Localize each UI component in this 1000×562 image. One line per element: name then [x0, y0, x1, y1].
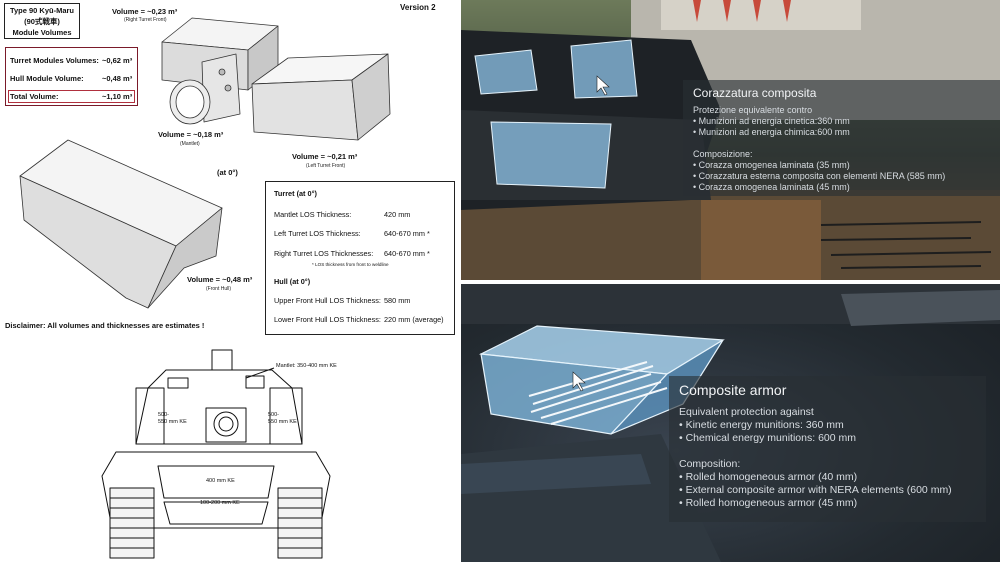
upper-hull-los-value: 580 mm [384, 296, 411, 305]
game-screenshot-italian: Corazzatura composita Protezione equival… [461, 0, 1000, 280]
tooltip-line: Composition: [679, 458, 741, 470]
tooltip-line: Composizione: [693, 149, 753, 159]
tank-mantlet-label: Mantlet: 350-400 mm KE [276, 363, 337, 369]
panel-divider [458, 0, 461, 562]
tank-front-drawing [101, 349, 331, 559]
tank-scene-italian [461, 0, 1000, 280]
mantlet-volume: Volume = ~0,18 m³ [158, 130, 224, 139]
armor-tooltip-english: Composite armor Equivalent protection ag… [669, 376, 986, 522]
title-line-2: (90式戦車) [24, 17, 60, 26]
tooltip-line: • Rolled homogeneous armor (45 mm) [679, 497, 858, 509]
tooltip-line: • Munizioni ad energia cinetica:360 mm [693, 116, 850, 126]
lower-hull-los-value: 220 mm (average) [384, 315, 444, 324]
tank-lower-hull-label: 100-200 mm KE [200, 500, 240, 506]
front-hull-drawing [19, 139, 223, 309]
title-line-3: Module Volumes [12, 28, 72, 37]
hull-volume-value: ~0,48 m³ [102, 74, 133, 83]
tooltip-title: Composite armor [679, 382, 787, 398]
mantlet-los-value: 420 mm [384, 210, 411, 219]
tooltip-line: • External composite armor with NERA ele… [679, 484, 952, 496]
tooltip-line: • Corazzatura esterna composita con elem… [693, 171, 946, 181]
game-screenshot-english: Composite armor Equivalent protection ag… [461, 284, 1000, 562]
turret-angle-note: (at 0°) [217, 168, 238, 177]
left-turret-caption: (Left Turret Front) [306, 163, 346, 169]
tooltip-line: • Rolled homogeneous armor (40 mm) [679, 471, 858, 483]
front-hull-volume: Volume = ~0,48 m³ [187, 275, 253, 284]
right-turret-caption: (Right Turret Front) [124, 17, 167, 23]
mantlet-los-label: Mantlet LOS Thickness: [274, 210, 352, 219]
left-turret-volume: Volume = ~0,21 m³ [292, 152, 358, 161]
turret-volume-label: Turret Modules Volumes: [10, 56, 99, 65]
turret-volume-value: ~0,62 m³ [102, 56, 133, 65]
total-volume-value: ~1,10 m³ [102, 92, 133, 101]
title-line-1: Type 90 Kyū-Maru [9, 6, 75, 15]
hull-volume-label: Hull Module Volume: [10, 74, 84, 83]
tooltip-line: Equivalent protection against [679, 406, 814, 418]
tooltip-line: • Corazza omogenea laminata (45 mm) [693, 182, 850, 192]
los-thickness-box: Turret (at 0°) Mantlet LOS Thickness: 42… [265, 181, 455, 335]
diagram-title-box: Type 90 Kyū-Maru (90式戦車) Module Volumes [4, 3, 80, 39]
turret-modules-drawing [161, 17, 391, 141]
lower-hull-los-label: Lower Front Hull LOS Thickness: [274, 315, 381, 324]
tooltip-line: • Munizioni ad energia chimica:600 mm [693, 127, 850, 137]
tooltip-line: • Kinetic energy munitions: 360 mm [679, 419, 844, 431]
screenshot-divider [461, 280, 1000, 284]
tooltip-title: Corazzatura composita [693, 86, 817, 100]
turret-los-header: Turret (at 0°) [274, 189, 317, 198]
tank-upper-hull-label: 400 mm KE [206, 478, 235, 484]
total-volume-label: Total Volume: [10, 92, 59, 101]
front-hull-caption: (Front Hull) [206, 286, 232, 292]
upper-hull-los-label: Upper Front Hull LOS Thickness: [274, 296, 381, 305]
right-turret-volume: Volume = ~0,23 m³ [112, 7, 178, 16]
version-label: Version 2 [400, 3, 436, 12]
left-turret-los-label: Left Turret LOS Thickness: [274, 229, 361, 238]
mantlet-caption: (Mantlet) [180, 141, 200, 147]
right-turret-los-value: 640-670 mm * [384, 249, 430, 258]
total-volume-box [8, 90, 135, 103]
tooltip-line: • Chemical energy munitions: 600 mm [679, 432, 856, 444]
hull-los-header: Hull (at 0°) [274, 277, 311, 286]
los-footnote: * LOS thickness from front to weldline [312, 262, 389, 267]
tank-right-cheek-label: 500- 550 mm KE [268, 412, 297, 425]
right-turret-los-label: Right Turret LOS Thicknesses: [274, 249, 374, 258]
tooltip-line: • Corazza omogenea laminata (35 mm) [693, 160, 850, 170]
left-turret-los-value: 640-670 mm * [384, 229, 430, 238]
disclaimer-text: Disclaimer: All volumes and thicknesses … [5, 321, 205, 330]
volumes-summary-box: Turret Modules Volumes: ~0,62 m³ Hull Mo… [5, 47, 138, 106]
armor-diagram-panel: Type 90 Kyū-Maru (90式戦車) Module Volumes … [0, 0, 458, 562]
tank-left-cheek-label: 500- 550 mm KE [158, 412, 187, 425]
tooltip-line: Protezione equivalente contro [693, 105, 813, 115]
armor-tooltip-italian: Corazzatura composita Protezione equival… [683, 80, 1000, 196]
